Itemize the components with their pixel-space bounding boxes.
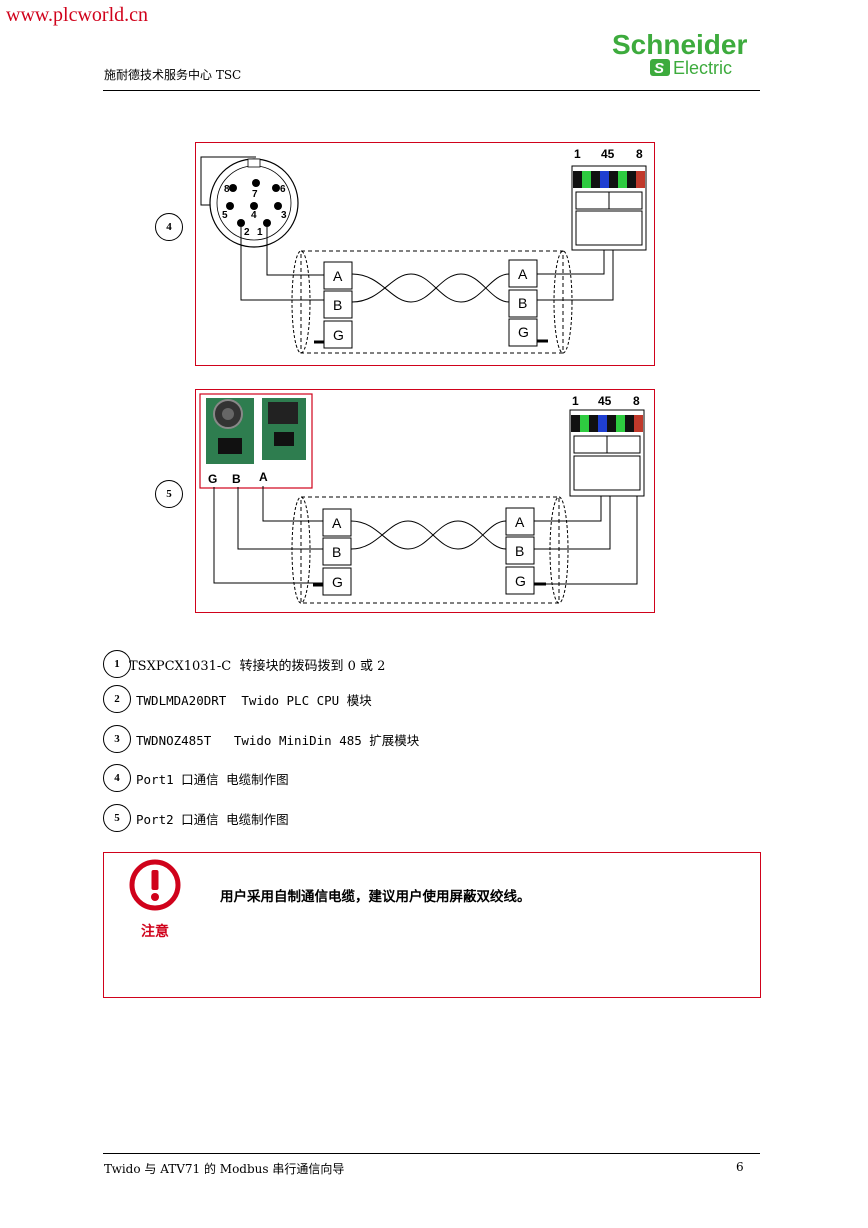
legend-text: TWDLMDA20DRT Twido PLC CPU 模块 <box>136 693 372 708</box>
rj45-label: 8 <box>633 394 640 408</box>
rj45-label: 45 <box>601 147 615 161</box>
pin-label: 7 <box>252 189 258 200</box>
terminal-label: G <box>333 327 344 343</box>
svg-text:S: S <box>654 60 664 77</box>
terminal-label: B <box>332 544 341 560</box>
pin-label: 2 <box>244 227 250 238</box>
rj45-label: 1 <box>572 394 579 408</box>
terminal-label: G <box>332 574 343 590</box>
pin-label: 3 <box>281 210 287 221</box>
schneider-logo: Schneider S Electric <box>612 29 747 78</box>
legend-text: Port1 口通信 电缆制作图 <box>136 772 289 787</box>
pin-label: 5 <box>222 210 228 221</box>
warning-exclamation-icon <box>129 859 181 911</box>
terminal-label: B <box>515 543 524 559</box>
pin-label: 6 <box>280 184 286 195</box>
legend-text: TSXPCX1031-C 转接块的拨码拨到 0 或 2 <box>129 659 386 674</box>
rj45-label: 8 <box>636 147 643 161</box>
module-label: A <box>259 470 268 484</box>
footer-title: Twido 与 ATV71 的 Modbus 串行通信向导 <box>104 1162 345 1176</box>
terminal-label: G <box>515 573 526 589</box>
logo-line2: Electric <box>673 58 732 78</box>
legend-text: Port2 口通信 电缆制作图 <box>136 812 289 827</box>
terminal-label: B <box>518 295 527 311</box>
minidin-connector-icon: 8 7 6 5 4 3 2 1 <box>200 156 299 248</box>
terminal-label: G <box>518 324 529 340</box>
pin-label: 1 <box>257 227 263 238</box>
port1-cable-diagram: 8 7 6 5 4 3 2 1 A B G A B G <box>195 142 655 366</box>
header-divider <box>103 90 760 91</box>
legend-text: TWDNOZ485T Twido MiniDin 485 扩展模块 <box>136 733 420 748</box>
port2-cable-diagram: G B A A B G A B G <box>195 389 655 613</box>
rj45-connector-icon: 1 45 8 <box>571 147 647 251</box>
legend-item-3: 3 TWDNOZ485T Twido MiniDin 485 扩展模块 <box>103 725 703 753</box>
footer-divider <box>103 1153 760 1154</box>
watermark-link[interactable]: www.plcworld.cn <box>6 4 149 26</box>
warning-box: 注意 用户采用自制通信电缆，建议用户使用屏蔽双绞线。 <box>103 852 761 998</box>
terminal-label: A <box>518 266 528 282</box>
header-title: 施耐德技术服务中心 TSC <box>104 68 242 82</box>
terminal-label: A <box>333 268 343 284</box>
legend-item-4: 4 Port1 口通信 电缆制作图 <box>103 764 703 792</box>
minidin-module-photo: G B A <box>199 393 313 489</box>
rj45-connector-icon: 1 45 8 <box>569 394 645 497</box>
terminal-label: A <box>332 515 342 531</box>
port1-wiring-svg: 8 7 6 5 4 3 2 1 A B G A B G <box>200 147 647 354</box>
warning-label: 注意 <box>141 924 169 940</box>
rj45-label: 1 <box>574 147 581 161</box>
legend-number: 2 <box>103 685 131 713</box>
port2-wiring-svg: G B A A B G A B G <box>199 393 645 604</box>
module-label: B <box>232 472 241 486</box>
rj45-label: 45 <box>598 394 612 408</box>
legend-item-5: 5 Port2 口通信 电缆制作图 <box>103 804 703 832</box>
logo-line1: Schneider <box>612 29 747 60</box>
terminal-label: B <box>333 297 342 313</box>
callout-port1: 4 <box>155 213 183 241</box>
legend-number: 5 <box>103 804 131 832</box>
callout-port2: 5 <box>155 480 183 508</box>
legend-number: 4 <box>103 764 131 792</box>
legend-number: 1 <box>103 650 131 678</box>
legend-item-1: 1 TSXPCX1031-C 转接块的拨码拨到 0 或 2 <box>103 650 703 678</box>
terminal-label: A <box>515 514 525 530</box>
logo-mark-icon: S <box>650 59 670 77</box>
legend-number: 3 <box>103 725 131 753</box>
legend-item-2: 2 TWDLMDA20DRT Twido PLC CPU 模块 <box>103 685 703 713</box>
warning-text: 用户采用自制通信电缆，建议用户使用屏蔽双绞线。 <box>220 889 531 905</box>
pin-label: 4 <box>251 210 257 221</box>
module-label: G <box>208 472 217 486</box>
pin-label: 8 <box>224 184 230 195</box>
page-number: 6 <box>736 1160 744 1174</box>
